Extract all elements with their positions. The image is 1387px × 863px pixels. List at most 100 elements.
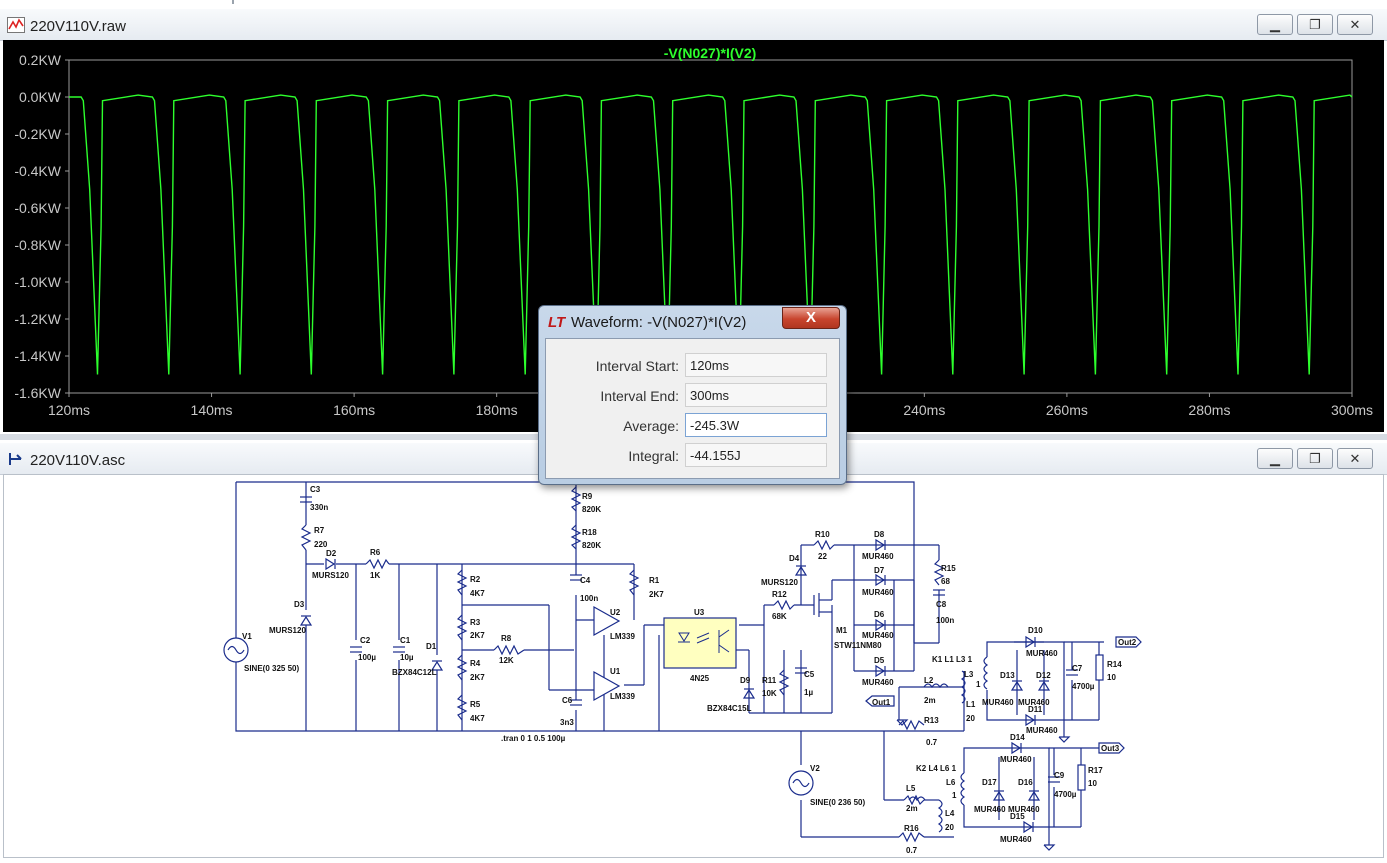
minimize-button[interactable]: ▁ xyxy=(1257,14,1293,35)
schematic-pane[interactable]: C3 330n R7 220 D2 MURS120 D3 MURS120 R6 … xyxy=(3,474,1384,858)
label-u1-val: LM339 xyxy=(610,692,635,701)
label-d2-val: MURS120 xyxy=(312,571,349,580)
schematic-canvas[interactable]: C3 330n R7 220 D2 MURS120 D3 MURS120 R6 … xyxy=(4,475,1383,857)
y-tick-label: -1.4KW xyxy=(14,348,61,364)
label-r15: R15 xyxy=(941,564,956,573)
label-r7-val: 220 xyxy=(314,540,328,549)
plot-window-titlebar[interactable]: 220V110V.raw ▁ ❐ ✕ xyxy=(0,9,1387,41)
schematic-maximize-button[interactable]: ❐ xyxy=(1297,448,1333,469)
y-tick-label: -1.2KW xyxy=(14,311,61,327)
label-r11: R11 xyxy=(762,676,777,685)
y-tick-label: -1.0KW xyxy=(14,274,61,290)
label-d7-val: MUR460 xyxy=(862,588,894,597)
label-r11-val: 10K xyxy=(762,689,777,698)
y-tick-label: -0.2KW xyxy=(14,126,61,142)
label-u2: U2 xyxy=(610,608,621,617)
interval-end-label: Interval End: xyxy=(600,388,679,404)
label-c6-val: 3n3 xyxy=(560,718,574,727)
label-l4-val: 20 xyxy=(945,823,954,832)
label-r16-val: 0.7 xyxy=(906,846,918,855)
integral-row: Integral: -44.155J xyxy=(546,441,839,469)
label-r16: R16 xyxy=(904,824,919,833)
schematic-labels: C3 330n R7 220 D2 MURS120 D3 MURS120 R6 … xyxy=(242,485,1137,855)
label-v2-val: SINE(0 236 50) xyxy=(810,798,865,807)
schematic-minimize-button[interactable]: ▁ xyxy=(1257,448,1293,469)
label-d14-val: MUR460 xyxy=(1000,755,1032,764)
label-r10: R10 xyxy=(815,530,830,539)
maximize-icon: ❐ xyxy=(1309,16,1321,32)
label-l2: L2 xyxy=(924,676,934,685)
label-k1: K1 L1 L3 1 xyxy=(932,655,973,664)
label-d6-val: MUR460 xyxy=(862,631,894,640)
integral-field[interactable]: -44.155J xyxy=(685,443,827,467)
label-c8-val: 100n xyxy=(936,616,954,625)
label-r3-val: 2K7 xyxy=(470,631,485,640)
label-d5: D5 xyxy=(874,656,885,665)
label-v1-val: SINE(0 325 50) xyxy=(244,664,299,673)
label-r1: R1 xyxy=(649,576,660,585)
interval-end-field[interactable]: 300ms xyxy=(685,383,827,407)
label-l3-val: 1 xyxy=(976,680,981,689)
label-d17: D17 xyxy=(982,778,997,787)
label-c5: C5 xyxy=(804,670,815,679)
label-l4: L4 xyxy=(945,809,955,818)
optocoupler-u3[interactable] xyxy=(663,617,737,669)
x-tick-label: 240ms xyxy=(903,402,945,418)
label-c3: C3 xyxy=(310,485,321,494)
label-d3: D3 xyxy=(294,600,305,609)
svg-text:LT: LT xyxy=(548,314,566,329)
interval-start-field[interactable]: 120ms xyxy=(685,353,827,377)
label-u2-val: LM339 xyxy=(610,632,635,641)
x-tick-label: 260ms xyxy=(1046,402,1088,418)
label-d13: D13 xyxy=(1000,671,1015,680)
close-button[interactable]: ✕ xyxy=(1337,14,1373,35)
label-d4-val: MURS120 xyxy=(761,578,798,587)
label-c2: C2 xyxy=(360,636,371,645)
dialog-title: Waveform: -V(N027)*I(V2) xyxy=(571,314,747,331)
label-l6-val: 1 xyxy=(952,791,957,800)
label-r6: R6 xyxy=(370,548,381,557)
label-c3-val: 330n xyxy=(310,503,328,512)
label-c5-val: 1µ xyxy=(804,688,813,697)
schematic-close-button[interactable]: ✕ xyxy=(1337,448,1373,469)
net-flags xyxy=(865,636,1142,754)
label-d10: D10 xyxy=(1028,626,1043,635)
label-c7: C7 xyxy=(1072,664,1083,673)
label-c4-val: 100n xyxy=(580,594,598,603)
dialog-close-button[interactable]: X xyxy=(782,307,840,329)
label-r9-val: 820K xyxy=(582,505,601,514)
label-d5-val: MUR460 xyxy=(862,678,894,687)
schematic-icon xyxy=(9,453,22,465)
schematic-window-title: 220V110V.asc xyxy=(30,452,126,469)
label-d8: D8 xyxy=(874,530,885,539)
maximize-button[interactable]: ❐ xyxy=(1297,14,1333,35)
y-tick-label: 0.2KW xyxy=(19,52,62,68)
label-d9: D9 xyxy=(740,676,751,685)
average-field[interactable]: -245.3W xyxy=(685,413,827,437)
label-d2: D2 xyxy=(326,549,337,558)
label-l5: L5 xyxy=(906,784,916,793)
label-r2-val: 4K7 xyxy=(470,589,485,598)
label-r14: R14 xyxy=(1107,660,1122,669)
x-tick-label: 160ms xyxy=(333,402,375,418)
label-l6: L6 xyxy=(946,778,956,787)
label-r17-val: 10 xyxy=(1088,779,1097,788)
waveform-chart[interactable]: 0.2KW0.0KW-0.2KW-0.4KW-0.6KW-0.8KW-1.0KW… xyxy=(3,40,1384,432)
label-d16: D16 xyxy=(1018,778,1033,787)
label-d10-val: MUR460 xyxy=(1026,649,1058,658)
interval-start-row: Interval Start: 120ms xyxy=(546,351,839,379)
label-m1: M1 xyxy=(836,626,848,635)
y-tick-label: -0.8KW xyxy=(14,237,61,253)
label-l2-val: 2m xyxy=(924,696,936,705)
label-c6: C6 xyxy=(562,696,573,705)
close-icon: ✕ xyxy=(1349,16,1361,32)
close-icon: ✕ xyxy=(1349,450,1361,466)
label-l1-val: 20 xyxy=(966,714,975,723)
waveform-measure-dialog[interactable]: LT Waveform: -V(N027)*I(V2) X Interval S… xyxy=(538,305,847,485)
label-r7: R7 xyxy=(314,526,325,535)
label-out1: Out1 xyxy=(872,698,891,707)
trace-label[interactable]: -V(N027)*I(V2) xyxy=(664,45,757,61)
label-v1: V1 xyxy=(242,632,252,641)
x-tick-label: 140ms xyxy=(191,402,233,418)
